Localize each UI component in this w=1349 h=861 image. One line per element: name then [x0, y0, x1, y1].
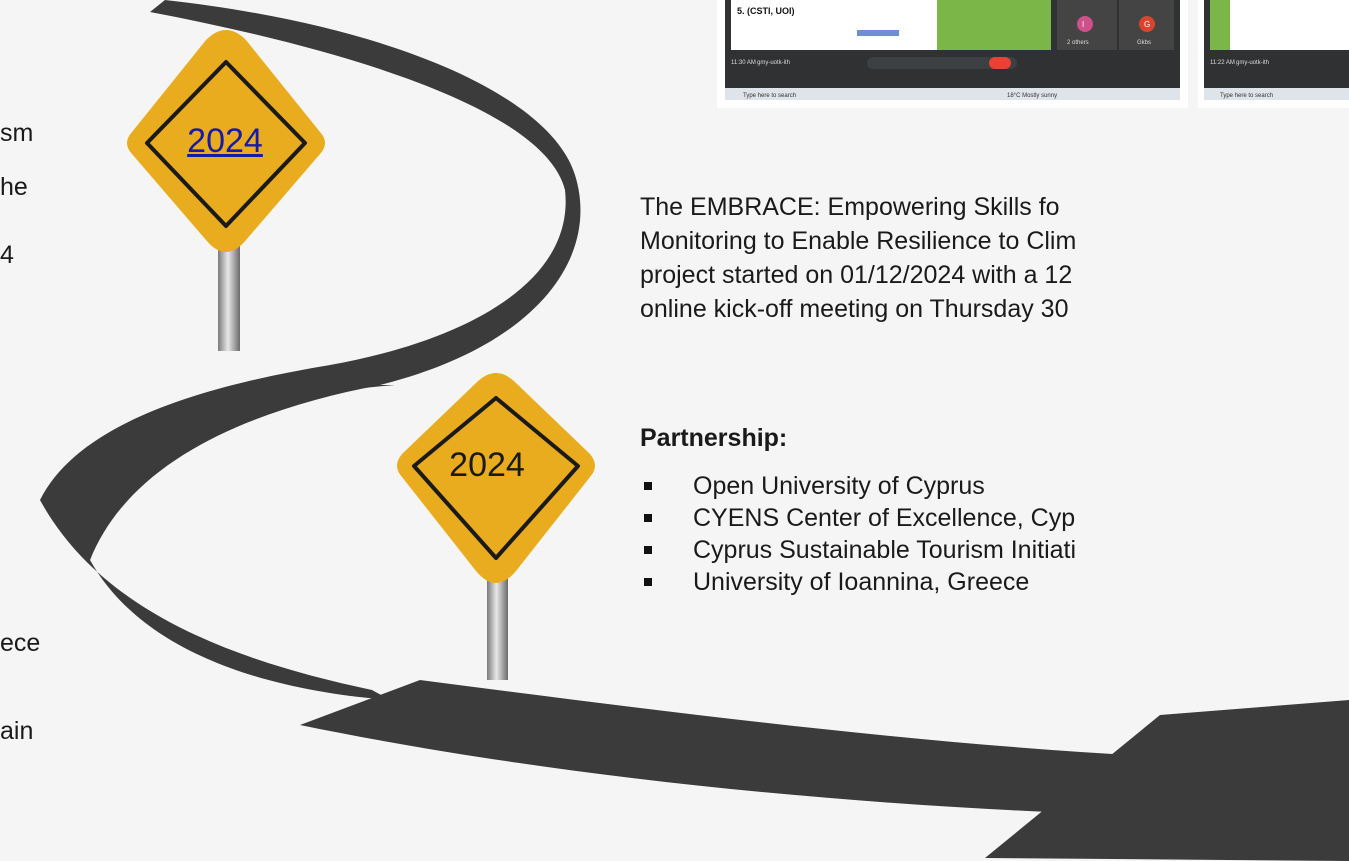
partner-name: Open University of Cyprus — [693, 472, 985, 500]
road-upper-band — [40, 0, 581, 560]
partner-name: Cyprus Sustainable Tourism Initiati — [693, 536, 1077, 564]
svg-text:2 others: 2 others — [1067, 40, 1089, 46]
partner-name: CYENS Center of Excellence, Cyp — [693, 504, 1076, 532]
sign-post — [487, 578, 508, 680]
road-lower-band — [40, 385, 395, 700]
sign-post — [218, 245, 240, 351]
svg-text:Type here to search: Type here to search — [743, 93, 796, 99]
slide-text: 5. (CSTI, UOI) — [737, 6, 795, 16]
partner-name: University of Ioannina, Greece — [693, 568, 1030, 596]
sign-year-label: 2024 — [449, 446, 525, 484]
svg-text:G: G — [1144, 20, 1150, 29]
meeting-screenshot-1: 5. (CSTI, UOI) I 2 others G Gkbs 11:30 A… — [717, 0, 1188, 108]
project-description: The EMBRACE: Empowering Skills fo Monito… — [640, 190, 1349, 326]
svg-text:I: I — [1082, 20, 1084, 29]
svg-text:gmy-uotk-ith: gmy-uotk-ith — [1236, 60, 1269, 66]
description-line: project started on 01/12/2024 with a 12 — [640, 261, 1073, 289]
sign-year-link[interactable]: 2024 — [187, 122, 263, 160]
svg-text:Type here to search: Type here to search — [1220, 93, 1273, 99]
road-sign — [127, 30, 325, 252]
bullet-square-icon — [644, 546, 652, 554]
description-line: The EMBRACE: Empowering Skills fo — [640, 193, 1060, 221]
list-item: University of Ioannina, Greece — [640, 566, 1076, 598]
arrow-head — [985, 700, 1349, 861]
list-item: Cyprus Sustainable Tourism Initiati — [640, 534, 1076, 566]
meeting-screenshot-2: 11:22 AM gmy-uotk-ith Type here to searc… — [1198, 0, 1349, 108]
bullet-square-icon — [644, 514, 652, 522]
partnership-title: Partnership: — [640, 424, 788, 452]
description-line: Monitoring to Enable Resilience to Clim — [640, 227, 1077, 255]
svg-text:18°C Mostly sunny: 18°C Mostly sunny — [1007, 93, 1057, 99]
bullet-square-icon — [644, 482, 652, 490]
svg-text:Gkbs: Gkbs — [1137, 40, 1151, 46]
svg-text:gmy-uotk-ith: gmy-uotk-ith — [757, 60, 790, 66]
text-fragment-4: ece — [0, 629, 41, 657]
list-item: CYENS Center of Excellence, Cyp — [640, 502, 1076, 534]
text-fragment-1: sm — [0, 119, 34, 147]
svg-text:11:30 AM: 11:30 AM — [731, 60, 756, 66]
svg-text:11:22 AM: 11:22 AM — [1210, 60, 1235, 66]
text-fragment-3: 4 — [0, 241, 14, 269]
road-sign — [397, 373, 595, 583]
bullet-square-icon — [644, 578, 652, 586]
list-item: Open University of Cyprus — [640, 470, 1076, 502]
road-sweep — [300, 680, 1260, 812]
text-fragment-2: he — [0, 173, 28, 201]
text-fragment-5: ain — [0, 717, 34, 745]
description-line: online kick-off meeting on Thursday 30 — [640, 295, 1069, 323]
partner-list: Open University of Cyprus CYENS Center o… — [640, 470, 1076, 598]
